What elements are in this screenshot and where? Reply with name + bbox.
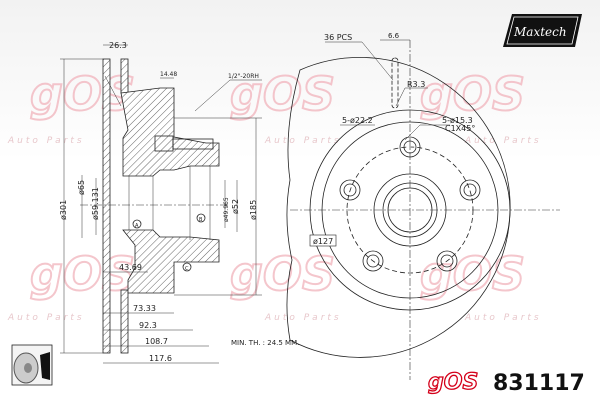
- svg-text:Auto Parts: Auto Parts: [464, 313, 542, 323]
- svg-text:Auto Parts: Auto Parts: [7, 313, 85, 323]
- svg-text:Auto Parts: Auto Parts: [264, 313, 342, 323]
- svg-text:gOS: gOS: [420, 247, 525, 301]
- dim-108-7: 108.7: [145, 337, 168, 346]
- maxtech-logo: Maxtech: [503, 14, 582, 47]
- svg-text:Auto Parts: Auto Parts: [264, 136, 342, 146]
- dim-92-3: 92.3: [139, 321, 157, 330]
- dim-185: ø185: [249, 200, 258, 220]
- dim-73-33: 73.33: [133, 304, 156, 313]
- product-thumbnail: [11, 344, 53, 386]
- dim-52: ø52: [231, 199, 240, 214]
- gos-logo: gOS: [427, 369, 479, 395]
- slot-width: 6.6: [388, 32, 400, 40]
- svg-text:gOS: gOS: [30, 67, 135, 121]
- side-section-view: 26.3 14.48 1/2"-20RH ø301 ø65 ø59.131 ø4…: [59, 41, 299, 364]
- datum-c: C: [185, 266, 189, 272]
- dim-59: ø59.131: [91, 187, 100, 220]
- holes-small: 5-ø15.3: [442, 116, 473, 125]
- dim-49: ø49.965: [223, 197, 230, 222]
- svg-text:Auto Parts: Auto Parts: [7, 136, 85, 146]
- dim-thread: 1/2"-20RH: [228, 73, 259, 80]
- dim-stud-offset: 14.48: [160, 71, 177, 78]
- svg-text:Maxtech: Maxtech: [513, 25, 567, 39]
- datum-a: A: [135, 223, 139, 229]
- part-number: 831117: [493, 371, 585, 396]
- dim-outer-dia: ø301: [59, 200, 68, 220]
- vanes-count: 36 PCS: [324, 33, 352, 42]
- svg-text:gOS: gOS: [30, 247, 135, 301]
- svg-text:gOS: gOS: [230, 247, 335, 301]
- dim-width: 26.3: [109, 41, 127, 50]
- dim-43-69: 43.69: [119, 263, 142, 272]
- chamfer: C1X45°: [445, 124, 475, 133]
- svg-text:gOS: gOS: [230, 67, 335, 121]
- holes-large: 5-ø22.2: [342, 116, 373, 125]
- bolt-holes: [339, 136, 481, 272]
- front-view: 36 PCS 6.6 R3.3 5-ø22.2 5-ø15.3 C1X45° ø…: [286, 32, 560, 380]
- dim-65: ø65: [77, 180, 86, 195]
- datum-b: B: [199, 217, 203, 223]
- dim-117-6: 117.6: [149, 354, 172, 363]
- slot-radius: R3.3: [407, 80, 425, 89]
- pcd: ø127: [313, 237, 333, 246]
- watermark: gOS gOS gOS gOS gOS gOS Auto Parts Auto …: [7, 66, 542, 323]
- min-thickness: MIN. TH. : 24.5 MM.: [231, 339, 299, 347]
- svg-text:gOS: gOS: [420, 67, 525, 121]
- svg-text:Auto Parts: Auto Parts: [464, 136, 542, 146]
- svg-text:gOS: gOS: [428, 370, 478, 395]
